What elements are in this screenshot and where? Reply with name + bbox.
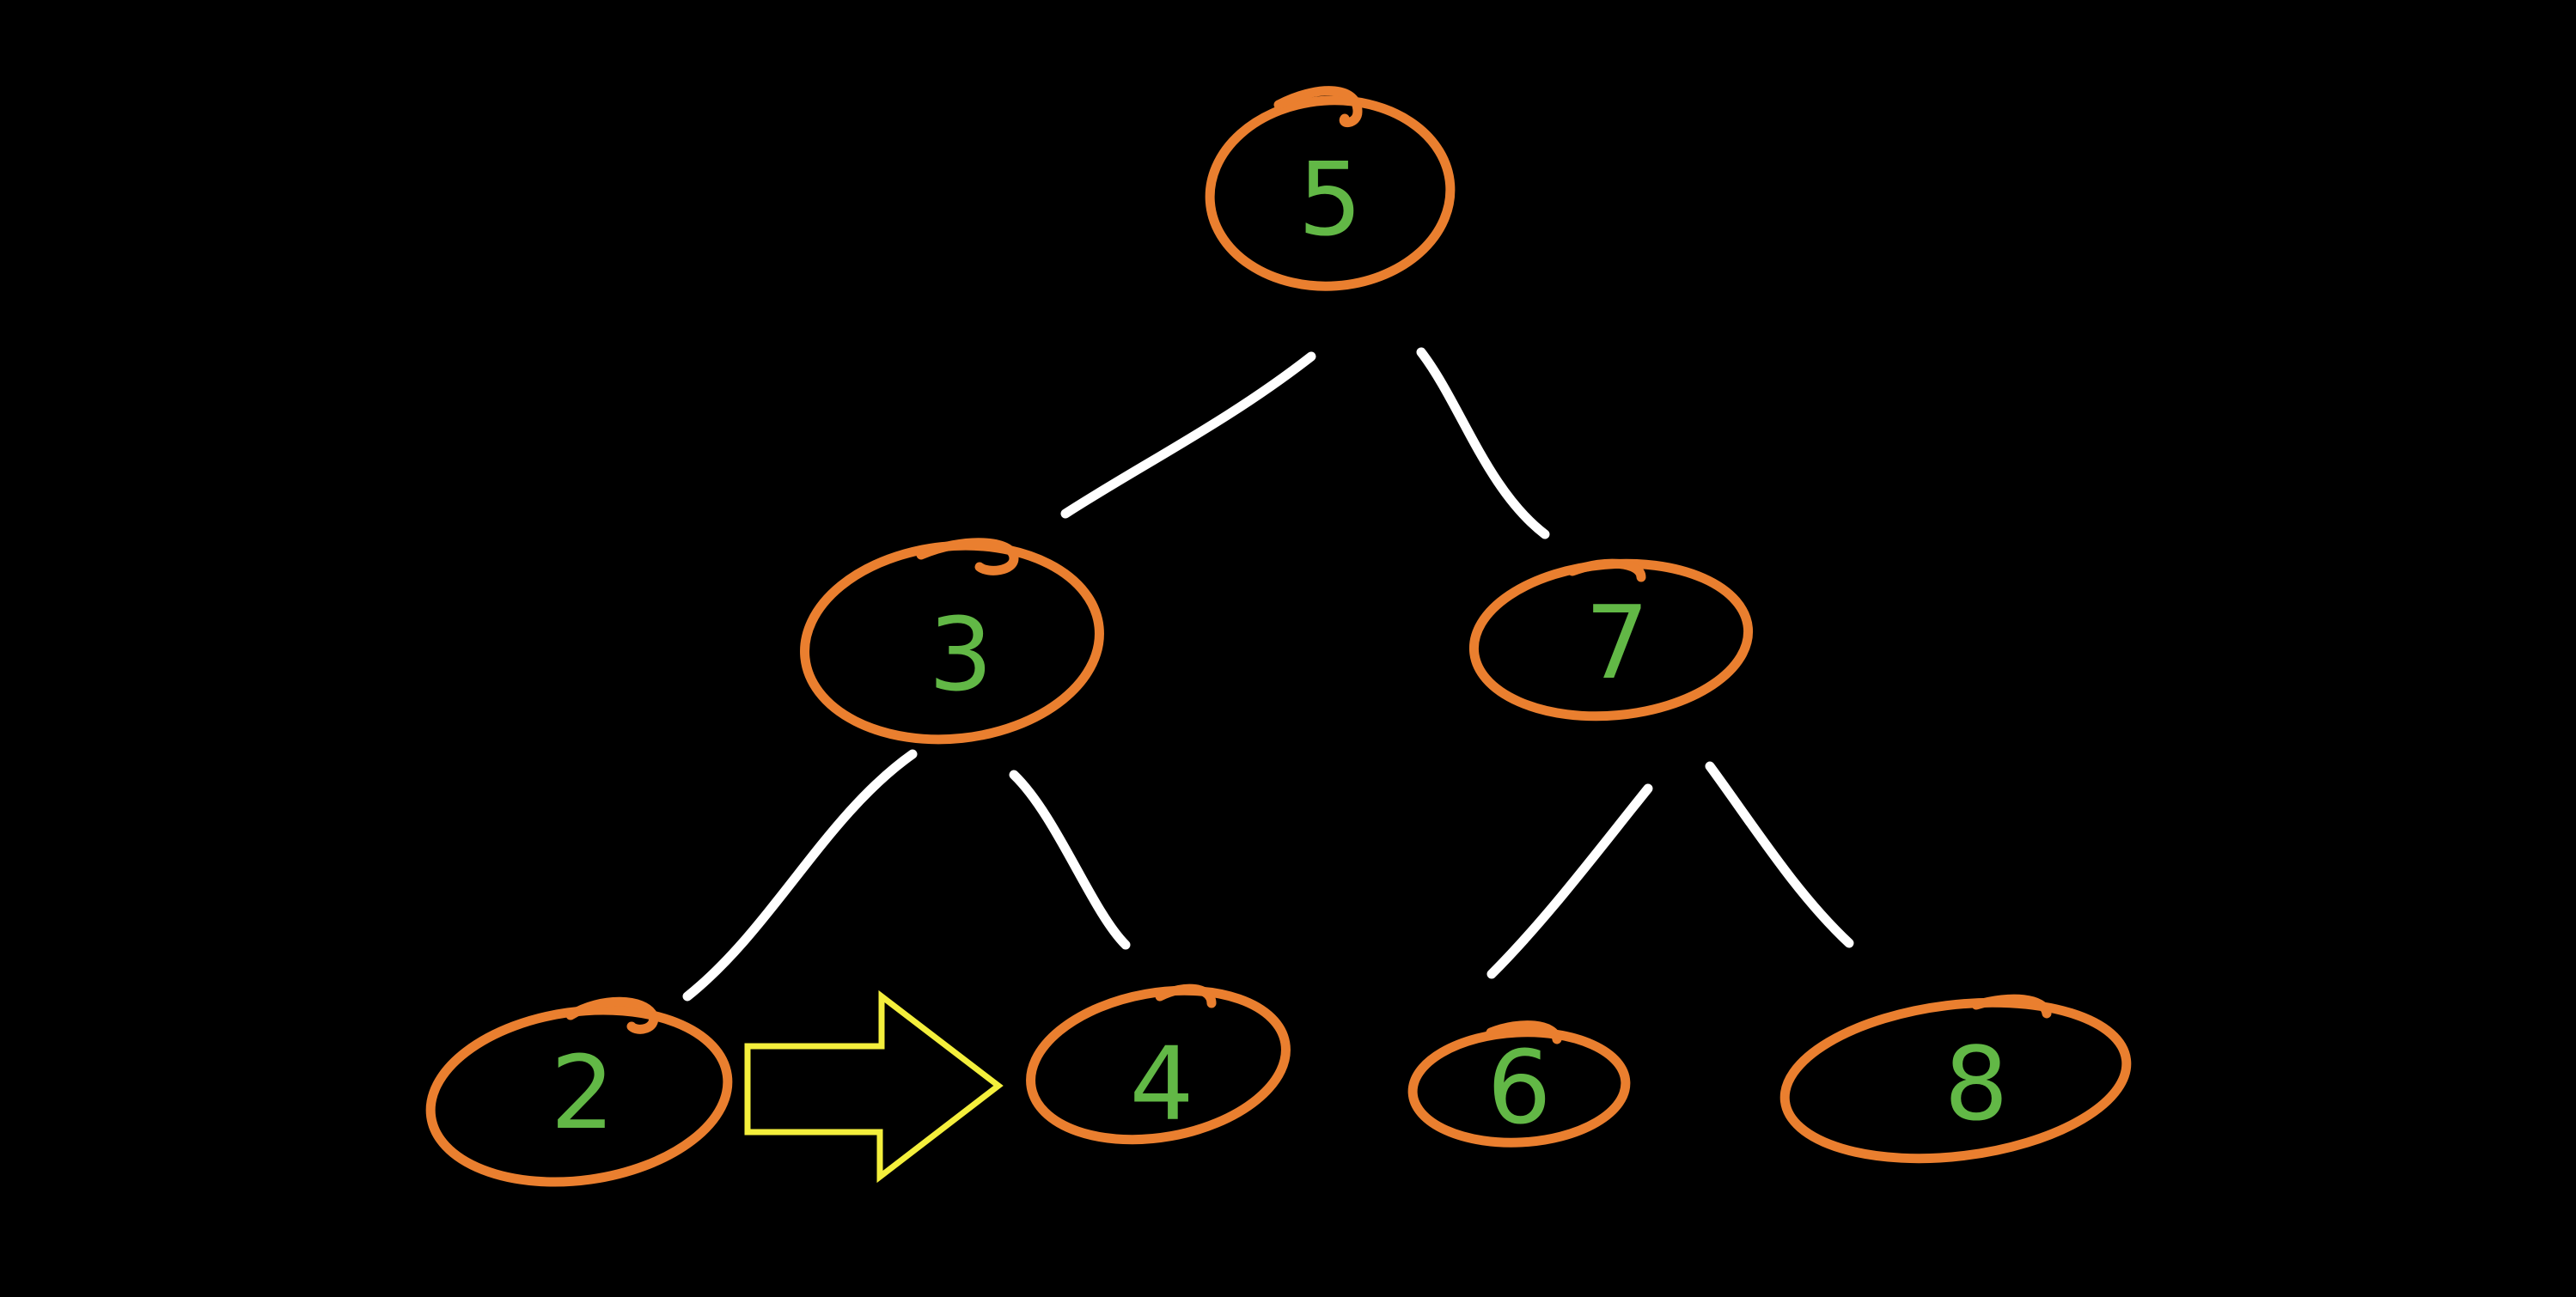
node-labels: 5 3 7 2 4 6 8 — [550, 140, 2008, 1152]
node-8-label: 8 — [1944, 1025, 2008, 1143]
right-arrow-icon — [744, 989, 1004, 1184]
node-4-label: 4 — [1129, 1025, 1193, 1143]
node-7-ring — [1468, 558, 1754, 722]
node-5-label: 5 — [1297, 140, 1362, 259]
node-4-ring — [1026, 983, 1291, 1145]
edge-7-8 — [1705, 761, 1854, 948]
edge-5-7 — [1416, 347, 1550, 539]
edge-5-3 — [1060, 351, 1316, 519]
node-rings — [425, 86, 2132, 1187]
node-6-ring — [1407, 1020, 1631, 1148]
edge-7-6 — [1486, 783, 1653, 979]
edge-3-4 — [1009, 770, 1131, 950]
node-7-label: 7 — [1584, 583, 1649, 702]
node-2-ring — [425, 996, 733, 1187]
node-8-ring — [1779, 994, 2132, 1164]
node-3-ring — [800, 538, 1104, 745]
node-2-label: 2 — [550, 1033, 614, 1152]
edges — [682, 347, 1854, 1002]
node-5-ring — [1205, 86, 1456, 291]
node-3-label: 3 — [928, 595, 992, 714]
node-6-label: 6 — [1486, 1028, 1551, 1147]
edge-3-2 — [682, 749, 918, 1002]
